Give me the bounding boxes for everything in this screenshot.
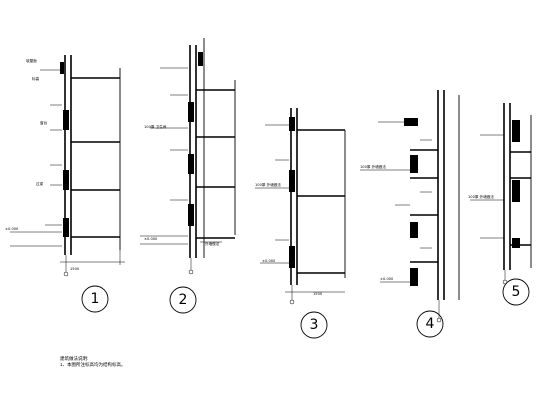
- svg-text:±0.000: ±0.000: [5, 227, 19, 231]
- section-3-label: 3: [310, 317, 319, 333]
- section-5-label: 5: [512, 284, 521, 300]
- svg-text:±0.000: ±0.000: [144, 237, 158, 241]
- wall-section-3: 100厚 外墙做法 ±0.000 1500 3: [255, 108, 346, 339]
- section-1-label: 1: [91, 291, 100, 307]
- wall-section-4: 100厚 外墙做法 ±0.000 4: [360, 90, 460, 338]
- notes-block: 建筑做法说明: 1、本图所注标高均为结构标高。: [60, 356, 126, 368]
- section-3-marker: [300, 311, 328, 339]
- notes-title: 建筑做法说明:: [60, 356, 89, 361]
- svg-text:标高: 标高: [32, 76, 40, 81]
- section-1-marker: [81, 285, 109, 313]
- svg-text:外墙做法: 外墙做法: [205, 241, 220, 246]
- svg-text:1500: 1500: [313, 292, 323, 296]
- svg-text:坡屋面: 坡屋面: [26, 58, 37, 63]
- section-4-marker: [416, 310, 444, 338]
- section-5-marker: [502, 278, 530, 306]
- section-2-marker: [169, 286, 197, 314]
- svg-text:100厚 外墙做法: 100厚 外墙做法: [468, 194, 494, 199]
- wall-section-2: 100厚 卫生间 外墙做法 ±0.000 2: [140, 38, 236, 314]
- section-4-label: 4: [426, 316, 435, 332]
- section-2-label: 2: [179, 292, 188, 308]
- svg-text:100厚 外墙做法: 100厚 外墙做法: [360, 164, 386, 169]
- wall-section-5: 100厚 外墙做法 5: [468, 103, 532, 306]
- notes-line-1: 1、本图所注标高均为结构标高。: [60, 362, 126, 367]
- svg-text:窗台: 窗台: [40, 120, 48, 125]
- svg-text:100厚 外墙做法: 100厚 外墙做法: [255, 182, 281, 187]
- svg-text:100厚 卫生间: 100厚 卫生间: [144, 124, 167, 129]
- svg-text:过梁: 过梁: [36, 181, 44, 186]
- svg-text:1500: 1500: [70, 267, 80, 271]
- wall-section-1: 坡屋面 标高 窗台 过梁 ±0.000 1500 1: [5, 55, 125, 313]
- svg-text:±0.000: ±0.000: [380, 277, 394, 281]
- svg-text:±0.000: ±0.000: [262, 259, 276, 263]
